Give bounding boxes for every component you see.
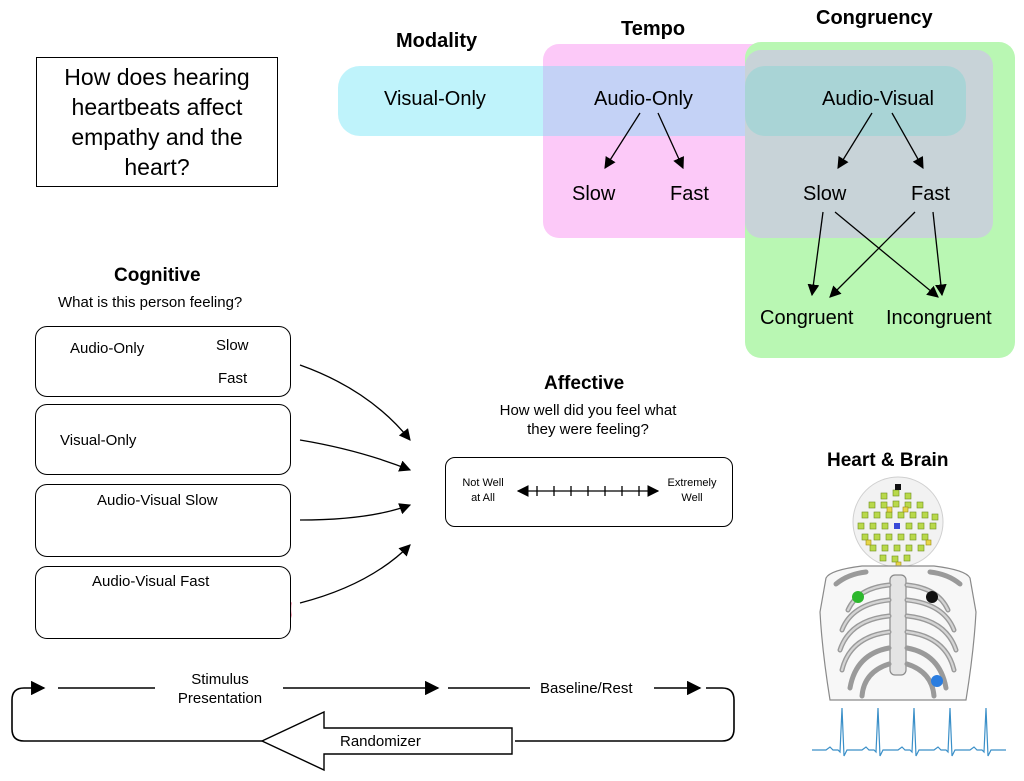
rating-scale-line[interactable]	[516, 485, 660, 497]
research-question-box: How does hearing heartbeats affect empat…	[36, 57, 278, 187]
tempo-av-fast: Fast	[911, 183, 950, 205]
card-av-slow	[35, 484, 291, 557]
eeg-cap-icon	[852, 476, 944, 568]
tempo-header: Tempo	[621, 18, 686, 40]
modality-audio-only: Audio-Only	[594, 88, 693, 110]
card-audio-only-label: Audio-Only	[70, 340, 145, 357]
ecg-electrode-green	[852, 591, 864, 603]
ecg-electrode-blue	[931, 675, 943, 687]
tempo-modality-overlap	[543, 66, 745, 136]
av-overlap	[745, 66, 966, 136]
card-audio-only-fast: Fast	[218, 370, 248, 387]
affective-question-line2: they were feeling?	[527, 421, 649, 438]
ribcage-icon	[819, 565, 977, 701]
affective-title: Affective	[544, 373, 625, 394]
tempo-ao-slow: Slow	[572, 183, 616, 205]
research-question: How does hearing heartbeats affect empat…	[64, 64, 250, 180]
ecg-electrode-black	[926, 591, 938, 603]
scale-label-right-line1: Extremely	[667, 477, 717, 489]
cognitive-title: Cognitive	[114, 265, 201, 286]
card-av-fast	[35, 566, 291, 639]
design-arrows	[604, 112, 947, 298]
procedure-loop	[11, 680, 735, 742]
scale-label-left-line1: Not Well	[462, 477, 504, 489]
congruency-header: Congruency	[816, 7, 933, 29]
scale-label-left-line2: at All	[471, 492, 495, 504]
tempo-av-slow: Slow	[803, 183, 847, 205]
card-visual-only-label: Visual-Only	[60, 432, 137, 449]
congruency-incongruent: Incongruent	[886, 307, 992, 329]
affective-question-line1: How well did you feel what	[499, 402, 677, 419]
card-av-slow-label: Audio-Visual Slow	[97, 492, 218, 509]
ecg-trace-icon	[812, 707, 1006, 757]
card-audio-only-slow: Slow	[216, 337, 249, 354]
scale-label-right-line2: Well	[681, 492, 703, 504]
randomizer-arrow-shape	[260, 710, 513, 772]
modality-visual-only: Visual-Only	[384, 88, 486, 110]
congruency-congruent: Congruent	[760, 307, 854, 329]
modality-audio-visual: Audio-Visual	[822, 88, 934, 110]
stimulus-label-line2: Presentation	[177, 690, 263, 707]
baseline-rest-label: Baseline/Rest	[540, 680, 633, 697]
rating-scale-box	[445, 457, 733, 527]
tempo-ao-fast: Fast	[670, 183, 709, 205]
card-to-affective-arrows	[299, 364, 412, 604]
card-visual-only	[35, 404, 291, 475]
card-audio-only	[35, 326, 291, 397]
card-av-fast-label: Audio-Visual Fast	[92, 573, 210, 590]
stimulus-label-line1: Stimulus	[191, 671, 249, 688]
heart-brain-title: Heart & Brain	[827, 450, 949, 471]
modality-header: Modality	[396, 30, 478, 52]
cognitive-question: What is this person feeling?	[58, 294, 243, 311]
randomizer-label: Randomizer	[340, 733, 421, 750]
